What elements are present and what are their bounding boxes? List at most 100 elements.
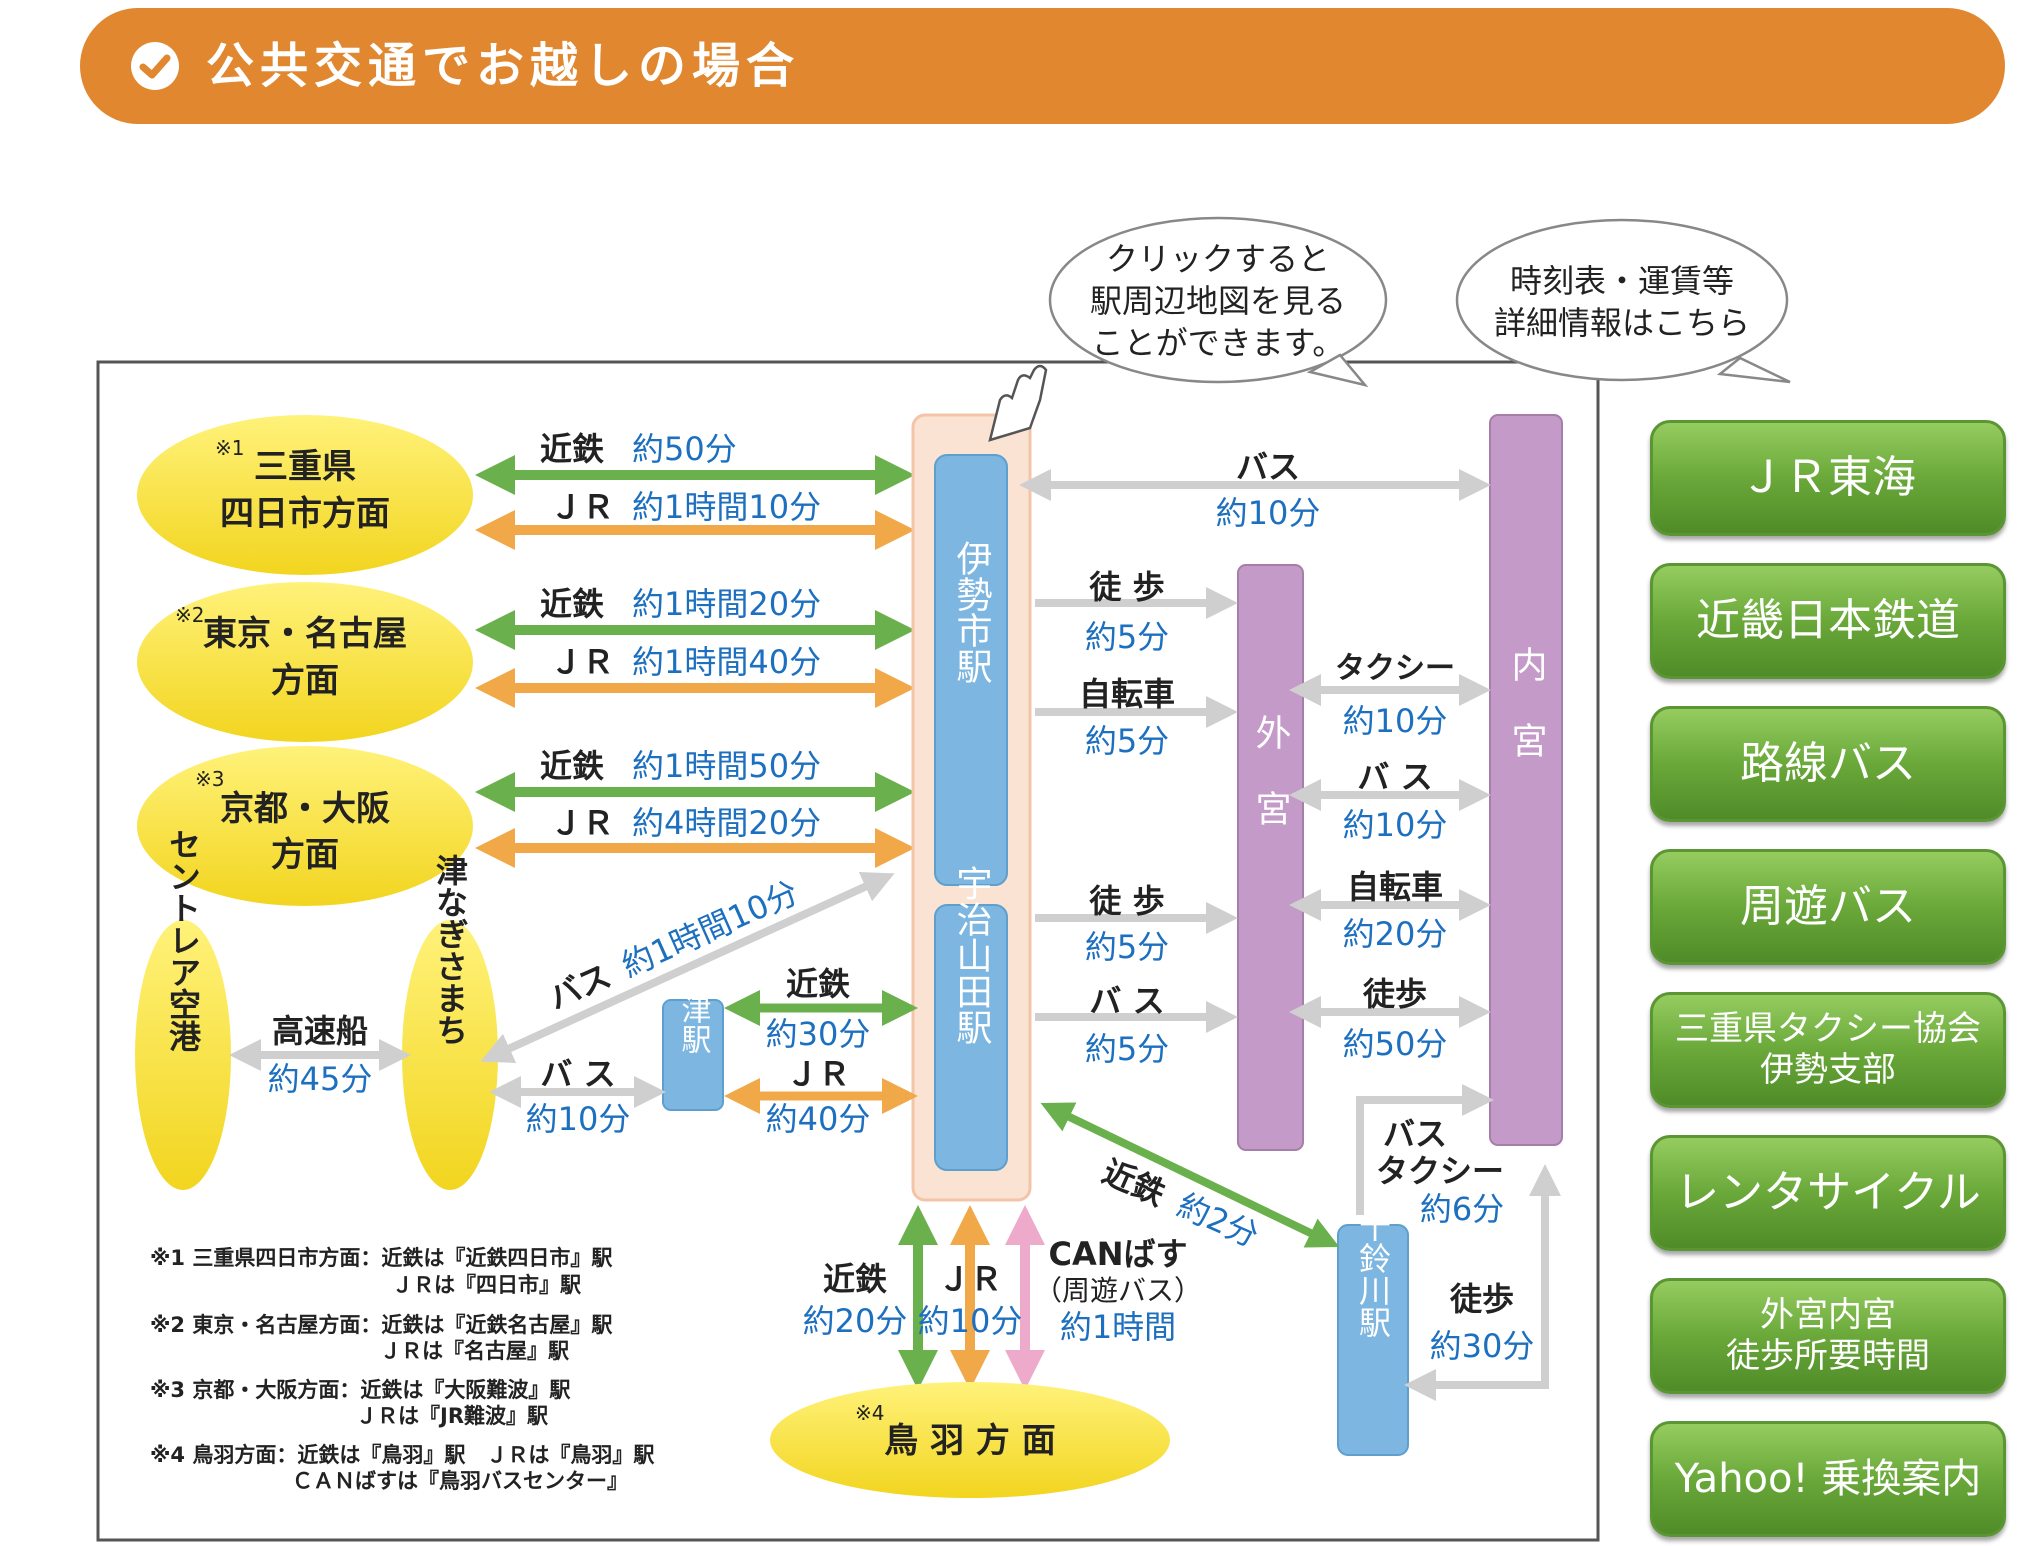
uji-isuzu-arrow [1040, 1102, 1340, 1248]
click-hint-balloon: クリックすると 駅周辺地図を見る ことができます。 [1048, 216, 1388, 388]
kintetsu-label: 近畿日本鉄道 [1696, 594, 1960, 646]
ferry-mode: 高速船 [272, 1012, 368, 1050]
route-jr-label: ＪＲ [550, 488, 614, 526]
route-kintetsu-label: 近鉄 [540, 430, 604, 468]
footnotes: ※1 三重県四日市方面：近鉄は『近鉄四日市』駅 ＪＲは『四日市』駅 ※2 東京・… [150, 1246, 655, 1493]
route-jr-label: ＪＲ [550, 804, 614, 842]
isuzu-naiku-mode-2: タクシー [1376, 1152, 1504, 1190]
toba-mark: ※4 [855, 1401, 884, 1425]
tsu-kintetsu-time: 約30分 [766, 1015, 871, 1053]
hand-pointer-icon [988, 364, 1048, 442]
toba-can-mode: CANばす [1048, 1235, 1187, 1273]
geku-naiku-taxi-mode: タクシー [1335, 651, 1455, 686]
jr-tokai-button[interactable]: ＪＲ東海 [1650, 420, 2006, 536]
toba-kintetsu-mode: 近鉄 [823, 1260, 887, 1298]
timetable-hint-line-1: 時刻表・運賃等 [1510, 262, 1734, 300]
timetable-hint-balloon: 時刻表・運賃等 詳細情報はこちら [1455, 218, 1791, 384]
toba-can-sub: （周遊バス） [1034, 1274, 1202, 1307]
footnote-1-line-1: ※1 三重県四日市方面：近鉄は『近鉄四日市』駅 [150, 1246, 613, 1270]
route-jr-time: 約1時間40分 [632, 643, 821, 681]
origin-tokyo-nagoya: ※2 東京・名古屋 方面 [137, 582, 473, 742]
origin-mark: ※3 [195, 767, 224, 791]
loop-bus-button[interactable]: 周遊バス [1650, 849, 2006, 965]
ujiyamada-station[interactable]: 宇治山田駅 [934, 865, 1008, 1171]
toba-can-time: 約1時間 [1060, 1308, 1176, 1346]
ise-geku-walk-mode: 徒 歩 [1088, 568, 1164, 606]
ferry-time: 約45分 [268, 1060, 373, 1098]
origin-label-1: 三重県 [254, 447, 356, 487]
origin-label-2: 方面 [271, 661, 339, 701]
ise-station-label: 伊勢市駅 [951, 540, 993, 684]
route-bus-label: 路線バス [1740, 737, 1916, 789]
click-hint-line-2: 駅周辺地図を見る [1090, 282, 1346, 320]
route-tokyo-nagoya: 近鉄 約1時間20分 ＪＲ 約1時間40分 [475, 585, 915, 708]
jr-tokai-label: ＪＲ東海 [1740, 451, 1916, 503]
nagisa-label: 津なぎさまち [431, 854, 469, 1046]
taxi-association-button[interactable]: 三重県タクシー協会 伊勢支部 [1650, 992, 2006, 1108]
route-jr-time: 約4時間20分 [632, 804, 821, 842]
taxi-association-label: 三重県タクシー協会 伊勢支部 [1675, 1009, 1981, 1090]
route-yokkaichi: 近鉄 約50分 ＪＲ 約1時間10分 [475, 430, 915, 550]
route-kintetsu-time: 約1時間20分 [632, 585, 821, 623]
walking-time-label: 外宮内宮 徒歩所要時間 [1726, 1295, 1930, 1376]
footnote-3-line-2: ＪＲは『JR難波』駅 [356, 1404, 549, 1428]
route-jr-label: ＪＲ [550, 643, 614, 681]
isuzu-walk-time: 約30分 [1430, 1327, 1535, 1365]
route-kintetsu-time: 約1時間50分 [632, 747, 821, 785]
nagisa-tsu-bus-mode: バ ス [540, 1055, 615, 1093]
page-title: 公共交通でお越しの場合 [206, 38, 801, 94]
toba-direction: ※4 鳥 羽 方 面 [770, 1382, 1170, 1498]
tsu-kintetsu-mode: 近鉄 [786, 965, 850, 1003]
ise-station[interactable]: 伊勢市駅 [934, 454, 1008, 886]
footnote-2-line-2: ＪＲは『名古屋』駅 [380, 1339, 570, 1363]
origin-mark: ※1 [215, 436, 244, 460]
ise-geku-bike-mode: 自転車 [1079, 675, 1175, 713]
geku-naiku-taxi-time: 約10分 [1343, 702, 1448, 740]
route-kintetsu-label: 近鉄 [540, 585, 604, 623]
geku-naiku-bus-mode: バ ス [1357, 758, 1432, 796]
click-hint-line-1: クリックすると [1106, 240, 1330, 278]
kintetsu-button[interactable]: 近畿日本鉄道 [1650, 563, 2006, 679]
origin-mark: ※2 [175, 603, 204, 627]
footnote-4-line-2: ＣＡＮばすは『鳥羽バスセンター』 [292, 1469, 628, 1493]
links-shrines [229, 469, 1561, 1401]
naiku-shrine[interactable]: 内宮 [1489, 414, 1563, 1146]
toba-label: 鳥 羽 方 面 [884, 1421, 1056, 1461]
toba-kintetsu-time: 約20分 [803, 1302, 908, 1340]
toba-jr-mode: ＪＲ [938, 1260, 1002, 1298]
walking-time-button[interactable]: 外宮内宮 徒歩所要時間 [1650, 1278, 2006, 1394]
section-header: 公共交通でお越しの場合 [80, 8, 2005, 124]
geku-shrine[interactable]: 外宮 [1237, 564, 1304, 1151]
footnote-2-line-1: ※2 東京・名古屋方面：近鉄は『近鉄名古屋』駅 [150, 1313, 613, 1337]
route-kintetsu-time: 約50分 [632, 430, 737, 468]
yahoo-transit-button[interactable]: Yahoo! 乗換案内 [1650, 1421, 2006, 1537]
rent-a-cycle-label: レンタサイクル [1675, 1166, 1981, 1218]
centrair-label: セントレア空港 [164, 828, 202, 1052]
geku-naiku-walk-time: 約50分 [1343, 1025, 1448, 1063]
route-kyoto-osaka: 近鉄 約1時間50分 ＪＲ 約4時間20分 [475, 747, 915, 868]
origin-label-2: 方面 [271, 835, 339, 875]
rent-a-cycle-button[interactable]: レンタサイクル [1650, 1135, 2006, 1251]
geku-naiku-bus-time: 約10分 [1343, 806, 1448, 844]
naiku-label: 内宮 [1506, 646, 1547, 798]
tsu-jr-time: 約40分 [766, 1100, 871, 1138]
tsu-jr-mode: ＪＲ [786, 1055, 850, 1093]
check-circle-icon [131, 42, 179, 90]
nagisa-machi: 津なぎさまち [402, 854, 498, 1190]
geku-naiku-walk-mode: 徒歩 [1362, 975, 1427, 1013]
origin-label-2: 四日市方面 [220, 494, 390, 534]
ise-naiku-mode: バス [1236, 448, 1300, 486]
footnote-1-line-2: ＪＲは『四日市』駅 [392, 1273, 582, 1297]
origin-label-1: 東京・名古屋 [203, 614, 407, 654]
loop-bus-label: 周遊バス [1740, 880, 1916, 932]
tsu-station-label: 津駅 [676, 994, 712, 1054]
geku-label: 外宮 [1250, 714, 1291, 866]
origin-yokkaichi: ※1 三重県 四日市方面 [137, 415, 473, 575]
ise-geku-bike-time: 約5分 [1085, 722, 1169, 760]
route-bus-button[interactable]: 路線バス [1650, 706, 2006, 822]
nagisa-tsu-bus-time: 約10分 [526, 1100, 631, 1138]
tsu-station[interactable]: 津駅 [662, 994, 724, 1111]
footnote-3-line-1: ※3 京都・大阪方面：近鉄は『大阪難波』駅 [150, 1378, 571, 1402]
geku-naiku-bike-mode: 自転車 [1347, 868, 1443, 906]
